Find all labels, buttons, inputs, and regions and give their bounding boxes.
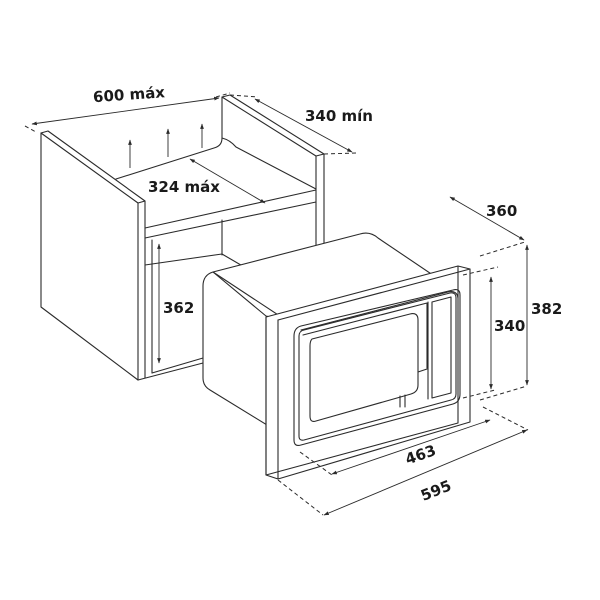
label-niche-height: 362 xyxy=(163,299,194,317)
label-frame-width: 595 xyxy=(418,476,454,504)
label-body-width: 463 xyxy=(403,441,438,468)
dimension-body-height: 340 xyxy=(462,266,525,399)
dimension-cabinet-width: 600 máx xyxy=(24,83,231,133)
label-cabinet-width: 600 máx xyxy=(92,83,165,106)
cabinet-right-panel xyxy=(221,94,325,157)
label-appliance-depth: 360 xyxy=(486,202,517,220)
cabinet xyxy=(40,94,325,381)
label-body-height: 340 xyxy=(494,317,525,335)
cabinet-shelf xyxy=(144,189,317,229)
microwave-door-window xyxy=(309,313,419,422)
label-niche-depth: 324 máx xyxy=(148,178,220,196)
dimension-cabinet-depth: 340 mín xyxy=(229,94,373,155)
dimension-niche-height: 362 xyxy=(157,243,194,364)
dimension-niche-depth: 324 máx xyxy=(148,158,266,204)
ventilation-arrows xyxy=(128,123,204,168)
label-cabinet-depth: 340 mín xyxy=(305,107,373,125)
label-frame-height: 382 xyxy=(531,300,562,318)
cabinet-left-panel xyxy=(40,132,139,381)
dimension-frame-height: 382 xyxy=(479,241,562,401)
microwave-front-panel xyxy=(293,289,461,446)
dimension-appliance-depth: 360 xyxy=(449,196,525,241)
microwave-control-panel xyxy=(431,296,452,399)
